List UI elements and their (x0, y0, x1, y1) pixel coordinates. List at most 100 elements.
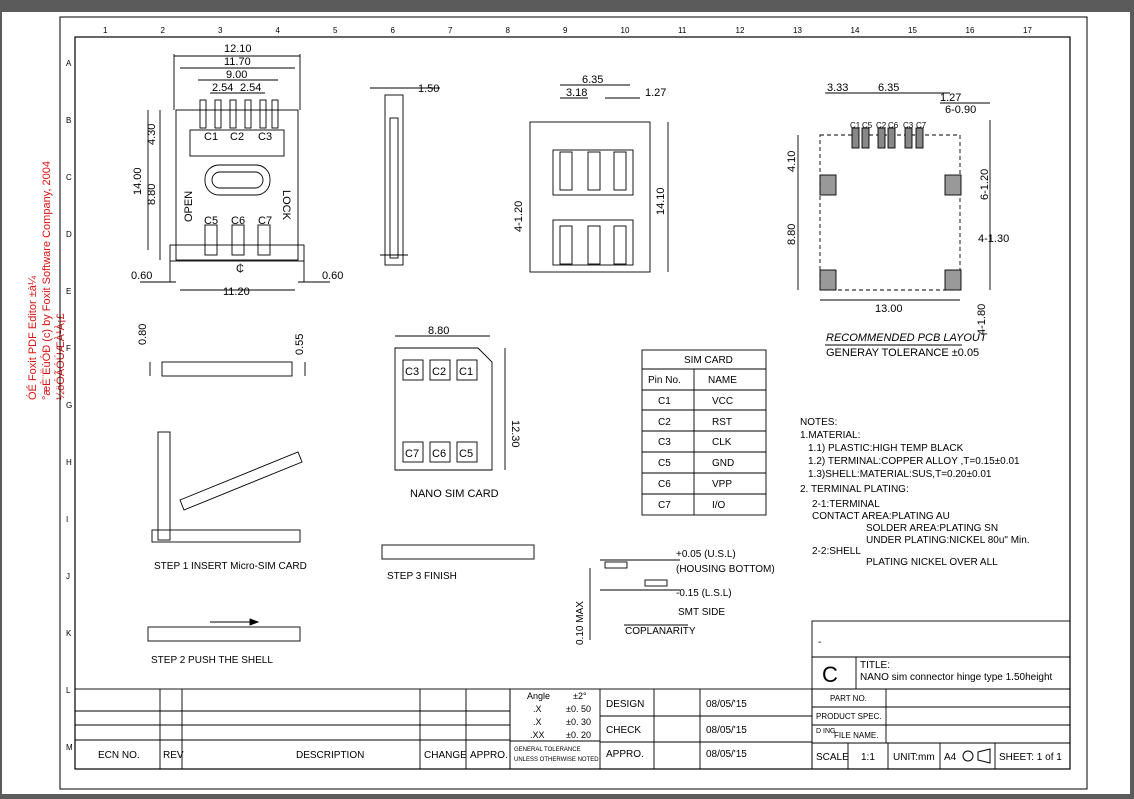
column-tick: 17 (1023, 26, 1032, 35)
column-tick: 7 (448, 26, 453, 35)
side-view (370, 87, 440, 266)
title-label: TITLE: (860, 660, 890, 671)
nano-label: NANO SIM CARD (410, 488, 499, 500)
projection-symbol (962, 750, 974, 762)
nano-c5: C5 (459, 448, 473, 460)
sheet-size: A4 (944, 752, 957, 763)
tol-row-0-a: Angle (527, 691, 550, 701)
approval-design-date: 08/05/'15 (706, 699, 747, 710)
column-tick: 3 (218, 26, 223, 35)
row-tick: G (66, 401, 72, 410)
step2-label: STEP 2 PUSH THE SHELL (151, 655, 273, 666)
dim-2-54a: 2.54 (212, 82, 233, 94)
dwg-label: D ING (816, 728, 835, 735)
column-tick: 11 (678, 26, 687, 35)
sim-row-2-pin: C2 (658, 417, 671, 428)
sim-table-title: SIM CARD (684, 355, 733, 366)
coplanarity-labels: +0.05 (U.S.L) (HOUSING BOTTOM) -0.15 (L.… (575, 549, 775, 645)
tol-row-2-b: ±0. 30 (566, 717, 591, 727)
row-tick: H (66, 458, 72, 467)
note-1: 1.MATERIAL: (800, 430, 860, 441)
dim-8-80: 8.80 (146, 184, 158, 205)
scale-label: SCALE (816, 752, 849, 763)
column-tick: 16 (966, 26, 975, 35)
dim-4-30: 4.30 (146, 124, 158, 145)
nano-c6: C6 (432, 448, 446, 460)
title-dash: - (818, 637, 821, 648)
note-8: SOLDER AREA:PLATING SN (866, 523, 998, 534)
rev-header-appro: APPRO. (470, 750, 508, 761)
layout-dim-6-0-90: 6-0.90 (945, 104, 976, 116)
approval-check-date: 08/05/'15 (706, 725, 747, 736)
note-5: 2. TERMINAL PLATING: (800, 484, 909, 495)
general-tolerance: GENERAL TOLERANCE (514, 747, 581, 753)
coplanarity-usl: +0.05 (U.S.L) (676, 549, 736, 560)
pcb-dim-6-35: 6.35 (582, 74, 603, 86)
tol-row-3-a: .XX (530, 730, 545, 740)
pin-c7: C7 (258, 215, 272, 227)
layout-pin-1: C5 (862, 121, 873, 130)
note-2: 1.1) PLASTIC:HIGH TEMP BLACK (808, 443, 964, 454)
pin-c6: C6 (231, 215, 245, 227)
coplanarity-max: 0.10 MAX (575, 601, 586, 645)
row-tick: A (66, 59, 72, 68)
layout-pin-5: C7 (916, 121, 927, 130)
row-tick: L (66, 686, 71, 695)
column-tick: 9 (563, 26, 568, 35)
dim-9-00: 9.00 (226, 69, 247, 81)
bottom-view-labels: 6.35 3.18 1.27 4-1.20 14.10 (513, 74, 667, 232)
pcb-layout-labels: 3.33 6.35 1.27 6-0.90 4.10 6-1.20 8.80 4… (786, 82, 1009, 359)
sim-row-6-pin: C7 (658, 500, 671, 511)
sim-row-1-name: VCC (712, 396, 733, 407)
note-9: UNDER PLATING:NICKEL 80u" Min. (866, 535, 1030, 546)
coplanarity-smt: SMT SIDE (678, 607, 725, 618)
row-tick: F (66, 344, 71, 353)
title-block-text: - C TITLE: NANO sim connector hinge type… (816, 637, 1062, 764)
layout-pin-labels: C1 C5 C2 C6 C3 C7 (850, 121, 927, 130)
layout-dim-13-00: 13.00 (875, 303, 903, 315)
tol-row-2-a: .X (533, 717, 542, 727)
column-tick: 1 (103, 26, 108, 35)
watermark: ÓÉ Foxit PDF Editor ±à¼­ °æÈ¨ËùÓÐ (c) by… (26, 161, 67, 400)
drawing-title: NANO sim connector hinge type 1.50height (860, 672, 1053, 683)
note-6: 2-1:TERMINAL (812, 499, 880, 510)
layout-title: RECOMMENDED PCB LAYOUT (826, 332, 988, 344)
sim-row-4-name: GND (712, 458, 734, 469)
approval-check-label: CHECK (606, 725, 641, 736)
nano-sim-card (394, 335, 506, 471)
revision-headers: ECN NO. REV DESCRIPTION CHANGE APPRO. (98, 750, 508, 761)
row-tick: B (66, 116, 71, 125)
tol-row-3-b: ±0. 20 (566, 730, 591, 740)
front-view (149, 361, 306, 377)
coplanarity-housing: (HOUSING BOTTOM) (676, 564, 775, 575)
sim-row-3-pin: C3 (658, 437, 671, 448)
step-labels: STEP 1 INSERT Micro-SIM CARD STEP 2 PUSH… (151, 561, 457, 666)
approval-appro-date: 08/05/'15 (706, 749, 747, 760)
layout-dim-6-1-20: 6-1.20 (979, 169, 991, 200)
layout-pin-2: C2 (876, 121, 887, 130)
column-tick: 6 (391, 26, 396, 35)
sim-table (641, 349, 767, 516)
rev-header-description: DESCRIPTION (296, 750, 364, 761)
tol-row-0-b: ±2° (573, 691, 587, 701)
layout-dim-3-33: 3.33 (827, 82, 848, 94)
front-dim-0-80: 0.80 (137, 324, 149, 345)
sim-row-4-pin: C5 (658, 458, 671, 469)
dim-0-60-right: 0.60 (322, 270, 343, 282)
layout-dim-6-35: 6.35 (878, 82, 899, 94)
layout-dim-1-27: 1.27 (940, 92, 961, 104)
nano-c2: C2 (432, 366, 446, 378)
pin-c5: C5 (204, 215, 218, 227)
nano-c3: C3 (405, 366, 419, 378)
rev-header-ecn: ECN NO. (98, 750, 140, 761)
layout-pin-4: C3 (903, 121, 914, 130)
sim-row-5-pin: C6 (658, 479, 671, 490)
bottom-view (529, 84, 669, 273)
notes: NOTES: 1.MATERIAL: 1.1) PLASTIC:HIGH TEM… (800, 417, 1030, 568)
approvals: DESIGN 08/05/'15 CHECK 08/05/'15 APPRO. … (606, 699, 747, 760)
note-0: NOTES: (800, 417, 837, 428)
sim-row-2-name: RST (712, 417, 732, 428)
